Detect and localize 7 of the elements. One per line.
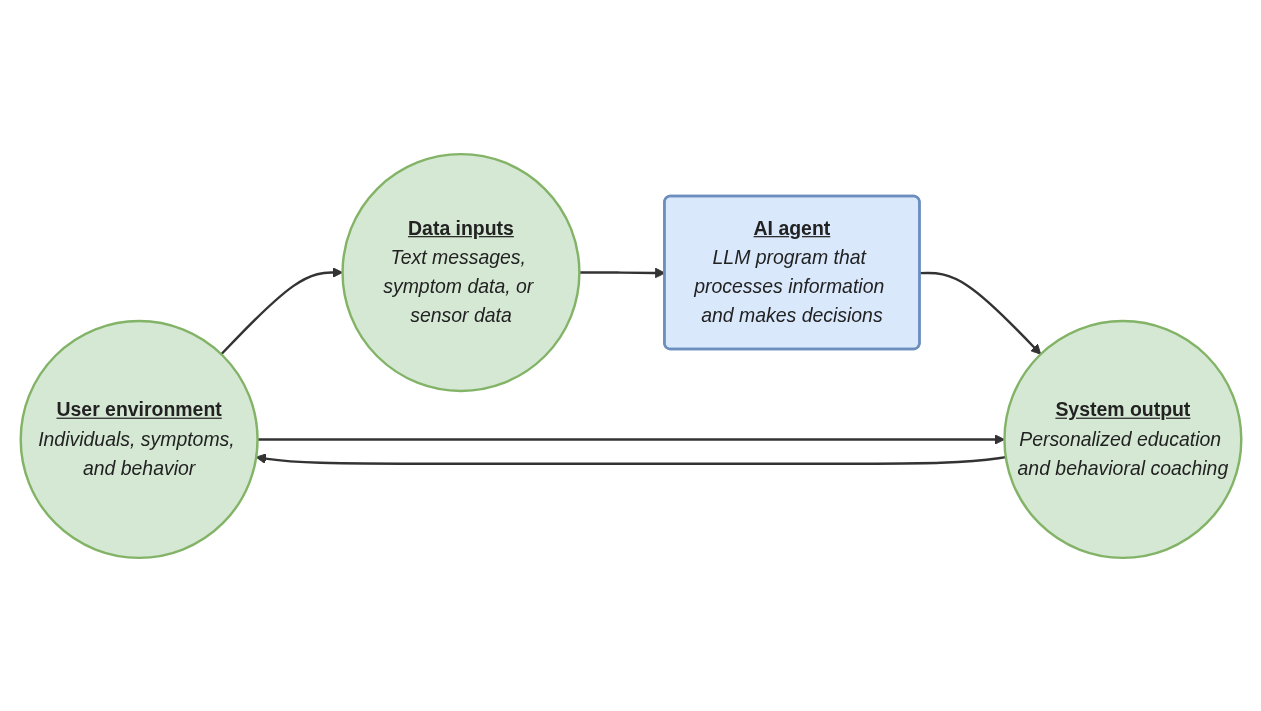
arrow bbox=[919, 271, 1041, 355]
arrow bbox=[255, 452, 1006, 465]
node-circle: User environment Individuals, symptoms, and behavior bbox=[19, 319, 259, 559]
node-circle: Data inputs Text messages, symptom data, or sensor data bbox=[340, 152, 581, 392]
node-circle: System output Personalized education and behavioral coaching bbox=[1002, 319, 1242, 559]
arrow bbox=[219, 266, 343, 355]
arrow bbox=[257, 433, 1005, 445]
